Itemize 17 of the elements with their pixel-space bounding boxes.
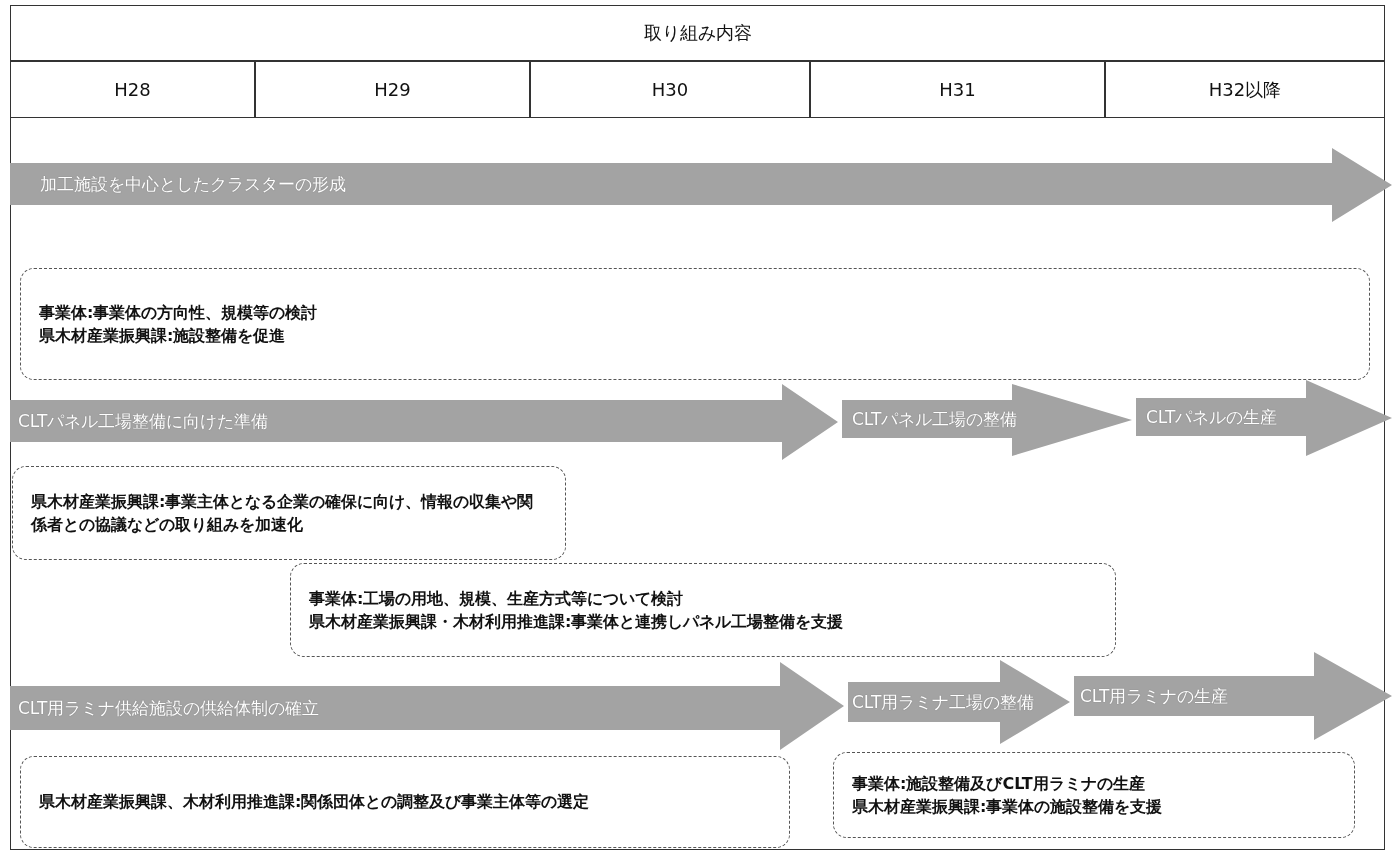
header-cell: H30 [530,61,810,118]
header-cell: H28 [10,61,255,118]
phase-banner: 加工施設を中心としたクラスターの形成 [10,148,1392,222]
header-cell: H31 [810,61,1105,118]
note-box: 県木材産業振興課:事業主体となる企業の確保に向け、情報の収集や関係者との協議などの取り組みを加速化 [12,466,566,560]
phase-banner: CLTパネル工場整備に向けた準備 [10,384,838,460]
phase-banner: CLTパネル工場の整備 [842,384,1132,456]
phase-banner: CLT用ラミナの生産 [1074,652,1392,740]
header-cell: H32以降 [1105,61,1385,118]
phase-banner: CLTパネルの生産 [1136,380,1392,456]
note-box: 事業体:施設整備及びCLT用ラミナの生産 県木材産業振興課:事業体の施設整備を支援 [833,752,1355,838]
note-box: 事業体:事業体の方向性、規模等の検討 県木材産業振興課:施設整備を促進 [20,268,1370,380]
phase-banner: CLT用ラミナ供給施設の供給体制の確立 [10,662,844,750]
note-box: 事業体:工場の用地、規模、生産方式等について検討 県木材産業振興課・木材利用推進課:事業体と連携しパネル工場整備を支援 [290,563,1116,657]
phase-banner: CLT用ラミナ工場の整備 [848,660,1070,744]
note-box: 県木材産業振興課、木材利用推進課:関係団体との調整及び事業主体等の選定 [20,756,790,848]
header-cell: H29 [255,61,530,118]
